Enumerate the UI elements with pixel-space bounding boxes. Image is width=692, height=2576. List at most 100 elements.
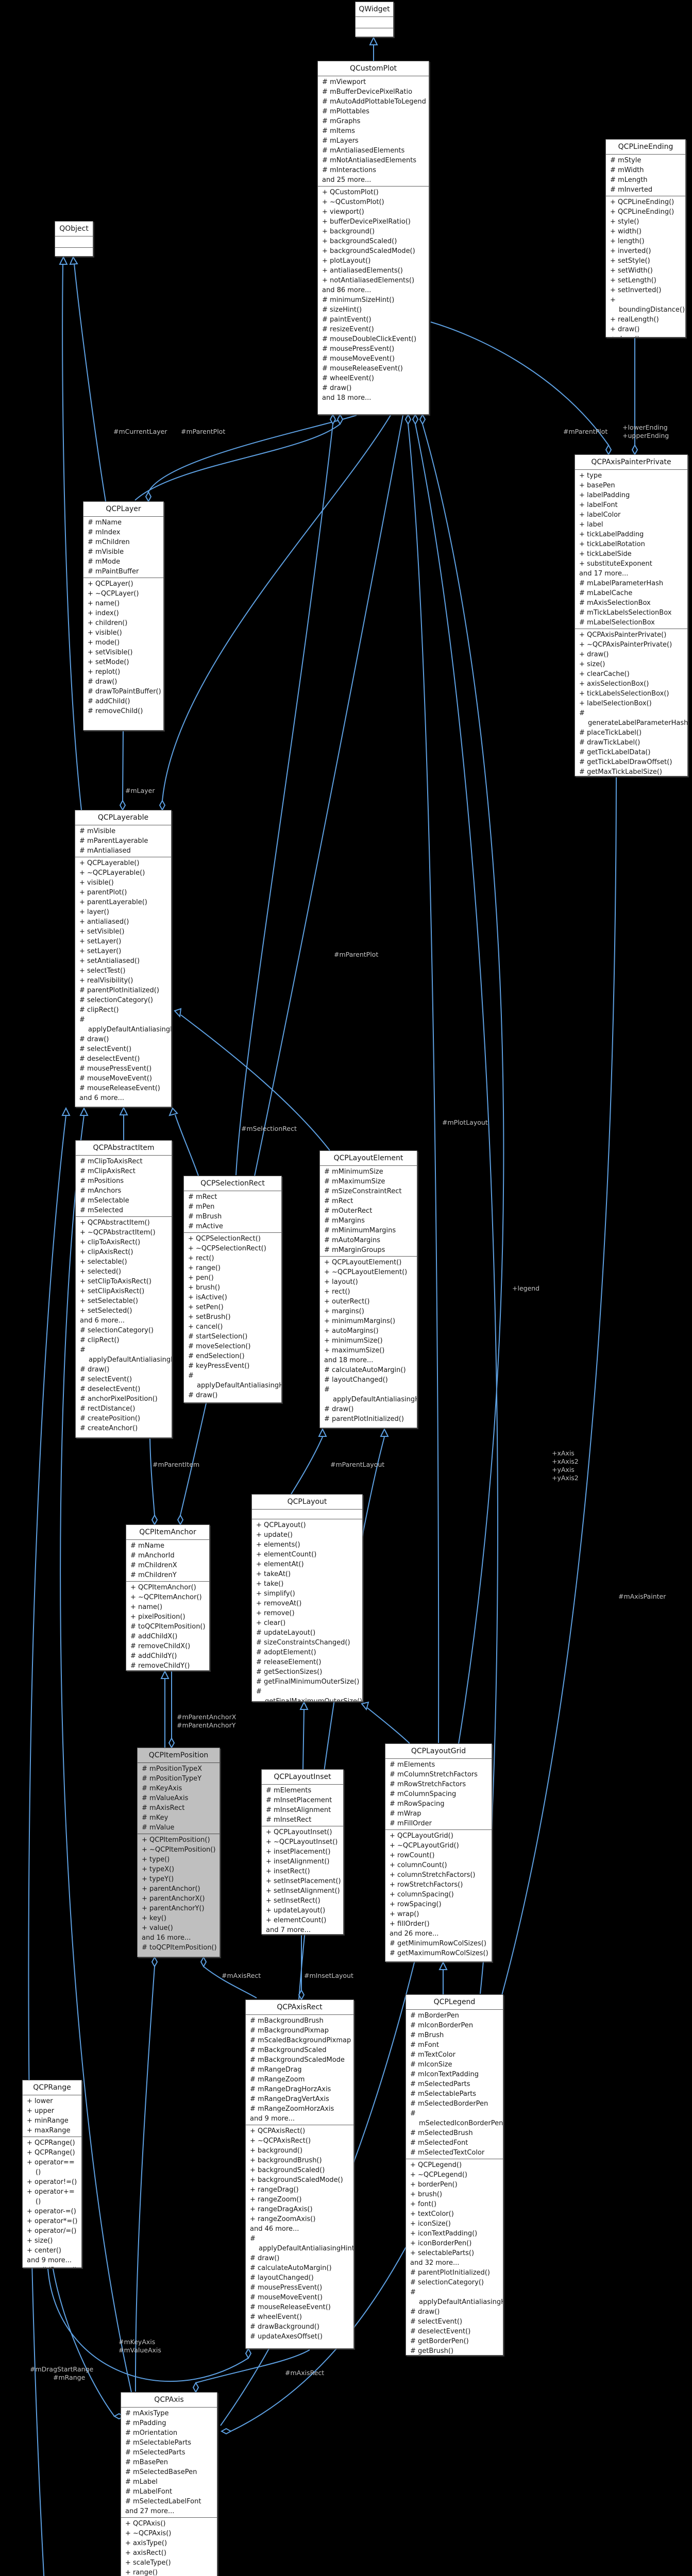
attribute-row: # mBrush bbox=[410, 2031, 444, 2039]
attribute-row: # mAxisType bbox=[125, 2410, 169, 2417]
attribute-row: # mSelectedFont bbox=[410, 2139, 468, 2147]
attribute-row: # mChildrenY bbox=[130, 1571, 177, 1579]
class-box-qcustomplot[interactable]: QCustomPlot# mViewport# mBufferDevicePix… bbox=[317, 61, 429, 415]
attribute-row: # mName bbox=[88, 519, 122, 527]
class-box-qcpabstractitem[interactable]: QCPAbstractItem# mClipToAxisRect# mClipA… bbox=[75, 1140, 172, 1438]
method-row: + viewport() bbox=[322, 208, 364, 216]
method-row: # updateAxesOffset() bbox=[250, 2333, 323, 2341]
class-box-qobject[interactable]: QObject bbox=[55, 221, 93, 257]
diamond-icon bbox=[119, 799, 126, 811]
attribute-row: # mSelectedBasePen bbox=[125, 2468, 197, 2476]
method-row: # removeChild() bbox=[88, 707, 143, 715]
method-row: + inverted() bbox=[610, 247, 651, 255]
attribute-row: # mPositions bbox=[80, 1177, 124, 1185]
method-row: # generateLabelParameterHash() bbox=[579, 709, 688, 727]
attribute-row: + basePen bbox=[579, 482, 615, 489]
method-row: + elements() bbox=[256, 1541, 300, 1549]
class-title: QCPLayer bbox=[83, 502, 163, 517]
method-row: + setWidth() bbox=[610, 267, 653, 275]
class-box-qcplineending[interactable]: QCPLineEnding# mStyle# mWidth# mLength# … bbox=[605, 139, 686, 337]
class-box-qcplayer[interactable]: QCPLayer# mName# mIndex# mChildren# mVis… bbox=[83, 501, 164, 731]
method-row: + pen() bbox=[188, 1274, 214, 1282]
method-row: + setLayer() bbox=[79, 947, 122, 955]
method-row: + ~QCPLayoutElement() bbox=[324, 1268, 408, 1276]
class-box-qcplayoutinset[interactable]: QCPLayoutInset# mElements# mInsetPlaceme… bbox=[261, 1769, 344, 1935]
method-row: + parentAnchor() bbox=[142, 1885, 200, 1893]
method-row: + insetPlacement() bbox=[266, 1848, 331, 1856]
attrs-section: # mVisible# mParentLayerable# mAntialias… bbox=[75, 825, 171, 857]
edge-label: #mPlotLayout bbox=[442, 1118, 488, 1126]
edge-label: +xAxis2 bbox=[552, 1458, 579, 1465]
method-row: # clipRect() bbox=[79, 1006, 119, 1014]
method-row: # getFinalMaximumOuterSize() bbox=[256, 1688, 363, 1702]
method-row: # placeTickLabel() bbox=[579, 729, 642, 737]
diamond-icon bbox=[605, 444, 612, 456]
method-row: + setStyle() bbox=[610, 257, 650, 265]
class-box-qcplayout[interactable]: QCPLayout+ QCPLayout()+ update()+ elemen… bbox=[251, 1494, 363, 1702]
class-box-qcplayoutgrid[interactable]: QCPLayoutGrid# mElements# mColumnStretch… bbox=[385, 1743, 492, 1962]
method-row: + QCPLayerable() bbox=[79, 859, 140, 867]
attribute-row: # mColumnStretchFactors bbox=[390, 1771, 478, 1778]
class-title: QCPAxisRect bbox=[246, 2000, 353, 2015]
method-row: # mouseMoveEvent() bbox=[79, 1075, 152, 1082]
attribute-row: # mKeyAxis bbox=[142, 1785, 182, 1792]
class-box-qcpaxisrect[interactable]: QCPAxisRect# mBackgroundBrush# mBackgrou… bbox=[245, 1999, 354, 2349]
method-row: # mouseMoveEvent() bbox=[250, 2294, 323, 2301]
edge-inheritance-qcplayer-qobject bbox=[74, 263, 106, 502]
method-row: # getBorderPen() bbox=[410, 2337, 469, 2345]
class-title: QCPLegend bbox=[406, 1995, 503, 2010]
class-box-qcpitemanchor[interactable]: QCPItemAnchor# mName# mAnchorId# mChildr… bbox=[126, 1524, 210, 1671]
method-row: # selectEvent() bbox=[410, 2318, 463, 2326]
method-row: and 6 more... bbox=[79, 1094, 125, 1102]
attribute-row: # mPlottables bbox=[322, 108, 369, 115]
attribute-row: # mIconTextPadding bbox=[410, 2071, 479, 2078]
method-row: + elementCount() bbox=[256, 1551, 317, 1558]
method-row: and 6 more... bbox=[80, 1317, 125, 1325]
attribute-row: # mKey bbox=[142, 1814, 168, 1822]
class-box-qcpaxis[interactable]: QCPAxis# mAxisType# mPadding# mOrientati… bbox=[121, 2392, 217, 2576]
class-box-qwidget[interactable]: QWidget bbox=[355, 2, 394, 37]
class-box-qcpselectionrect[interactable]: QCPSelectionRect# mRect# mPen# mBrush# m… bbox=[183, 1176, 282, 1403]
class-box-qcplayerable[interactable]: QCPLayerable# mVisible# mParentLayerable… bbox=[75, 810, 172, 1107]
class-box-qcpaxispainterprivate[interactable]: QCPAxisPainterPrivate+ type+ basePen+ la… bbox=[575, 454, 688, 776]
attrs-section: # mRect# mPen# mBrush# mActive bbox=[184, 1191, 281, 1233]
method-row: + setInsetRect() bbox=[266, 1897, 320, 1905]
diamond-icon bbox=[419, 413, 426, 426]
class-title: QCPItemAnchor bbox=[126, 1525, 209, 1540]
method-row: + selectTest() bbox=[79, 967, 126, 975]
method-row: + backgroundBrush() bbox=[250, 2157, 322, 2164]
method-row: # startSelection() bbox=[188, 1333, 248, 1341]
edge-label: #mAxisRect bbox=[222, 1972, 261, 1979]
method-row: + update() bbox=[256, 1531, 293, 1539]
edge-label: #mParentPlot bbox=[181, 428, 226, 435]
method-row: + columnCount() bbox=[390, 1861, 447, 1869]
class-box-qcpitemposition[interactable]: QCPItemPosition# mPositionTypeX# mPositi… bbox=[137, 1748, 220, 1957]
method-row: # addChildY() bbox=[130, 1652, 177, 1660]
method-row: + setVisible() bbox=[79, 928, 125, 936]
attribute-row: # mRowStretchFactors bbox=[390, 1781, 466, 1788]
method-row: + center() bbox=[27, 2247, 61, 2255]
attribute-row: # mVisible bbox=[79, 827, 116, 835]
attribute-row: # mOuterRect bbox=[324, 1207, 373, 1215]
triangle-icon bbox=[438, 1961, 448, 1970]
attribute-row: # mValueAxis bbox=[142, 1794, 189, 1802]
method-row: # clipRect() bbox=[80, 1336, 120, 1344]
edge-maxisrect-qcpitemposition bbox=[203, 1966, 257, 1998]
method-row: # releaseElement() bbox=[256, 1658, 322, 1666]
method-row: + take() bbox=[256, 1580, 284, 1588]
edge-label: +lowerEnding bbox=[622, 423, 668, 431]
attribute-row: # mWidth bbox=[610, 166, 644, 174]
method-row: # applyDefaultAntialiasingHint() bbox=[79, 1016, 171, 1033]
class-box-qcprange[interactable]: QCPRange+ lower+ upper+ minRange+ maxRan… bbox=[22, 2080, 82, 2268]
method-row: + wrap() bbox=[390, 1910, 419, 1918]
triangle-icon bbox=[79, 1107, 89, 1116]
method-row: + QCPAxis() bbox=[125, 2520, 166, 2528]
attribute-row: # mParentLayerable bbox=[79, 837, 148, 845]
method-row: # deselectEvent() bbox=[79, 1055, 140, 1063]
class-box-qcplegend[interactable]: QCPLegend# mBorderPen# mIconBorderPen# m… bbox=[406, 1994, 503, 2355]
class-box-qcplayoutelement[interactable]: QCPLayoutElement# mMinimumSize# mMaximum… bbox=[319, 1150, 417, 1428]
attribute-row: # mSelectedParts bbox=[410, 2080, 470, 2088]
attribute-row: and 17 more... bbox=[579, 570, 629, 578]
method-row: # applyDefaultAntialiasingHint() bbox=[80, 1346, 172, 1364]
method-row: + QCPItemAnchor() bbox=[130, 1584, 196, 1591]
